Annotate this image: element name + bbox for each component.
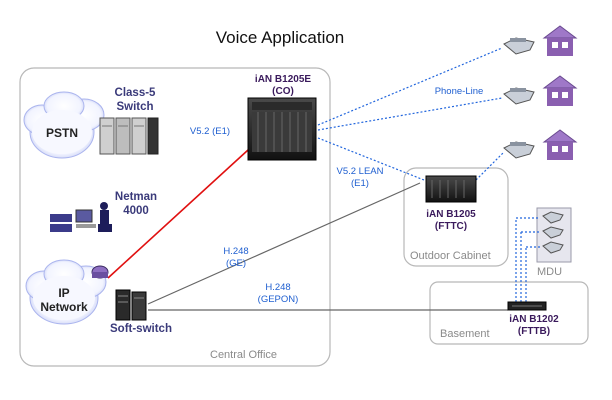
diagram-title: Voice Application bbox=[215, 28, 345, 47]
soft-switch-icon bbox=[115, 289, 147, 321]
h248-ge-line2: (GE) bbox=[225, 258, 247, 269]
v52-lean-label: V5.2 LEAN (E1) bbox=[328, 166, 392, 190]
fttb-device-sub: (FTTB) bbox=[517, 326, 551, 337]
co-device-sub: (CO) bbox=[272, 86, 294, 97]
fttc-device-label: iAN B1205 (FTTC) bbox=[406, 209, 496, 233]
central-office-box bbox=[19, 67, 331, 367]
mdu-phone-icon-1 bbox=[542, 211, 564, 224]
h248-ge-line1: H.248 bbox=[223, 246, 249, 257]
v52-lean-line2: (E1) bbox=[351, 178, 369, 189]
ip-line1: IP bbox=[58, 286, 70, 300]
netman-workstation-icon bbox=[50, 202, 112, 232]
mdu-phone-icon-2 bbox=[542, 226, 564, 239]
mdu-phone-icon-3 bbox=[542, 241, 564, 254]
mdu-label: MDU bbox=[537, 266, 563, 278]
fttc-device-sub: (FTTC) bbox=[434, 221, 468, 232]
co-device-name: iAN B1205E bbox=[254, 74, 312, 85]
phone-line-label: Phone-Line bbox=[434, 86, 484, 97]
ip-network-cloud bbox=[25, 259, 107, 325]
fttc-device-name: iAN B1205 bbox=[426, 209, 476, 220]
house-icon-2 bbox=[542, 75, 578, 106]
class5-switch-label: Class-5 Switch bbox=[100, 86, 170, 114]
router-icon bbox=[91, 265, 109, 279]
class5-switch-icon bbox=[99, 117, 159, 155]
outdoor-cabinet-box bbox=[403, 167, 509, 267]
basement-box bbox=[429, 281, 589, 345]
co-chassis-icon bbox=[247, 97, 317, 161]
basement-label: Basement bbox=[440, 328, 490, 340]
ip-network-label: IP Network bbox=[36, 286, 92, 314]
telephone-icon-2 bbox=[503, 87, 535, 105]
class5-line1: Class-5 bbox=[114, 87, 156, 99]
gray-link-ip-to-fttc bbox=[147, 182, 421, 305]
fttb-box-icon bbox=[507, 301, 547, 311]
v52-e1-label: V5.2 (E1) bbox=[189, 126, 231, 137]
soft-switch-label: Soft-switch bbox=[110, 323, 172, 335]
fttc-phone-link bbox=[475, 151, 505, 181]
house-icon-1 bbox=[542, 25, 578, 56]
phone-line-1 bbox=[317, 47, 503, 126]
outdoor-cabinet-label: Outdoor Cabinet bbox=[410, 250, 491, 262]
pstn-cloud bbox=[23, 91, 105, 159]
fttb-device-label: iAN B1202 (FTTB) bbox=[494, 314, 574, 338]
v52-lean-link bbox=[317, 137, 425, 181]
central-office-label: Central Office bbox=[210, 349, 278, 361]
h248-gepon-line1: H.248 bbox=[265, 282, 291, 293]
telephone-icon-1 bbox=[503, 37, 535, 55]
red-link-ip-to-co bbox=[107, 149, 249, 279]
h248-gepon-label: H.248 (GEPON) bbox=[248, 282, 308, 306]
co-device-label: iAN B1205E (CO) bbox=[238, 74, 328, 98]
class5-line2: Switch bbox=[116, 101, 154, 113]
h248-ge-label: H.248 (GE) bbox=[214, 246, 258, 270]
netman-line2: 4000 bbox=[123, 205, 149, 217]
v52-lean-line1: V5.2 LEAN bbox=[336, 166, 384, 177]
ip-line2: Network bbox=[40, 300, 88, 314]
house-icon-3 bbox=[542, 129, 578, 160]
netman-line1: Netman bbox=[114, 191, 158, 203]
pstn-label: PSTN bbox=[45, 126, 78, 140]
telephone-icon-3 bbox=[503, 141, 535, 159]
netman-label: Netman 4000 bbox=[106, 190, 166, 218]
h248-gepon-line2: (GEPON) bbox=[257, 294, 299, 305]
phone-line-2 bbox=[317, 97, 503, 131]
fttb-device-name: iAN B1202 bbox=[509, 314, 559, 325]
fttc-chassis-icon bbox=[425, 175, 477, 203]
